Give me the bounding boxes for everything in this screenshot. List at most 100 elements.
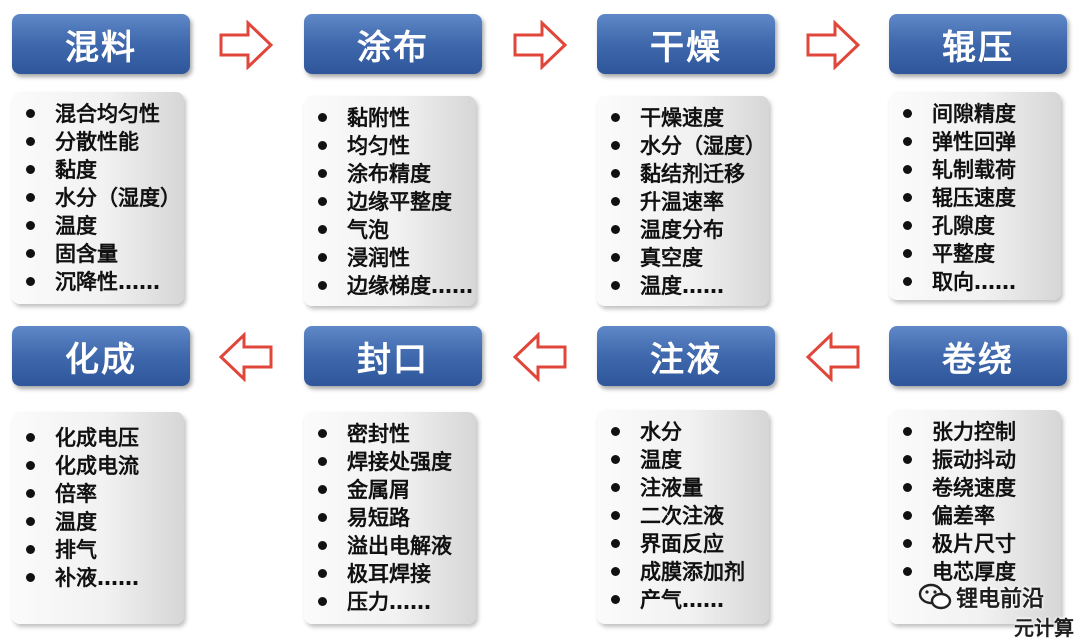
arrow-left-icon: [805, 332, 860, 382]
bullet-icon: [26, 544, 35, 554]
stage-panel-sealing: 密封性 焊接处强度 金属屑 易短路 溢出电解液 极耳焊接 压力……: [304, 412, 476, 624]
list-item: 密封性: [318, 420, 470, 448]
list-item: 成膜添加剂: [611, 558, 763, 586]
bullet-icon: [903, 276, 912, 286]
list-item: 黏度: [26, 156, 178, 184]
stage-title-rolling: 辊压: [889, 14, 1067, 74]
bullet-icon: [318, 196, 327, 206]
list-item: 极片尺寸: [903, 530, 1055, 558]
stage-panel-rolling: 间隙精度 弹性回弹 轧制载荷 辊压速度 孔隙度 平整度 取向……: [889, 92, 1061, 300]
bullet-icon: [26, 572, 35, 582]
list-item: 偏差率: [903, 502, 1055, 530]
bullet-icon: [611, 280, 620, 290]
list-item: 气泡: [318, 216, 470, 244]
bullet-icon: [318, 568, 327, 578]
stage-title-coating: 涂布: [304, 14, 482, 74]
list-item: 焊接处强度: [318, 448, 470, 476]
stage-title-drying: 干燥: [597, 14, 775, 74]
arrow-right-icon: [219, 20, 274, 70]
bullet-icon: [903, 454, 912, 464]
bullet-icon: [318, 456, 327, 466]
bullet-icon: [611, 426, 620, 436]
bullet-icon: [611, 196, 620, 206]
bullet-icon: [26, 276, 35, 286]
list-item: 易短路: [318, 504, 470, 532]
list-item: 取向……: [903, 268, 1055, 296]
bullet-icon: [318, 596, 327, 606]
stage-panel-formation: 化成电压 化成电流 倍率 温度 排气 补液……: [12, 412, 184, 624]
list-item: 干燥速度: [611, 104, 763, 132]
list-item: 水分（湿度）: [611, 132, 766, 160]
bullet-icon: [903, 136, 912, 146]
bullet-icon: [318, 168, 327, 178]
list-item: 温度: [26, 212, 178, 240]
bullet-icon: [318, 484, 327, 494]
bullet-icon: [26, 432, 35, 442]
bullet-icon: [611, 594, 620, 604]
list-item: 辊压速度: [903, 184, 1055, 212]
list-item: 压力……: [318, 588, 470, 616]
arrow-left-icon: [512, 332, 567, 382]
bullet-icon: [903, 426, 912, 436]
bullet-icon: [903, 248, 912, 258]
stage-title-winding: 卷绕: [889, 326, 1067, 386]
list-item: 分散性能: [26, 128, 178, 156]
list-item: 沉降性……: [26, 268, 178, 296]
list-item: 注液量: [611, 474, 763, 502]
bullet-icon: [318, 428, 327, 438]
list-item: 排气: [26, 536, 178, 564]
list-item: 边缘平整度: [318, 188, 470, 216]
bullet-icon: [26, 108, 35, 118]
bullet-icon: [26, 136, 35, 146]
bullet-icon: [903, 220, 912, 230]
list-item: 极耳焊接: [318, 560, 470, 588]
list-item: 产气……: [611, 586, 763, 614]
bullet-icon: [26, 192, 35, 202]
bullet-icon: [611, 168, 620, 178]
list-item: 混合均匀性: [26, 100, 178, 128]
list-item: 张力控制: [903, 418, 1055, 446]
list-item: 均匀性: [318, 132, 470, 160]
wechat-icon: [918, 583, 952, 610]
bullet-icon: [26, 248, 35, 258]
arrow-right-icon: [806, 20, 861, 70]
bullet-icon: [611, 252, 620, 262]
list-item: 真空度: [611, 244, 763, 272]
stage-panel-mixing: 混合均匀性 分散性能 黏度 水分（湿度） 温度 固含量 沉降性……: [12, 92, 184, 304]
list-item: 卷绕速度: [903, 474, 1055, 502]
list-item: 振动抖动: [903, 446, 1055, 474]
list-item: 孔隙度: [903, 212, 1055, 240]
bullet-icon: [903, 538, 912, 548]
bullet-icon: [611, 538, 620, 548]
stage-title-electrolyte-filling: 注液: [597, 326, 775, 386]
list-item: 水分: [611, 418, 763, 446]
list-item: 溢出电解液: [318, 532, 470, 560]
arrow-right-icon: [513, 20, 568, 70]
bullet-icon: [26, 516, 35, 526]
bullet-icon: [611, 482, 620, 492]
list-item: 倍率: [26, 480, 178, 508]
list-item: 温度: [611, 446, 763, 474]
list-item: 升温速率: [611, 188, 763, 216]
stage-panel-winding: 张力控制 振动抖动 卷绕速度 偏差率 极片尺寸 电芯厚度: [889, 410, 1061, 624]
bullet-icon: [611, 140, 620, 150]
list-item: 平整度: [903, 240, 1055, 268]
stage-panel-coating: 黏附性 均匀性 涂布精度 边缘平整度 气泡 浸润性 边缘梯度……: [304, 96, 476, 306]
arrow-left-icon: [218, 332, 273, 382]
bullet-icon: [611, 112, 620, 122]
bullet-icon: [318, 252, 327, 262]
list-item: 化成电压: [26, 424, 178, 452]
list-item: 涂布精度: [318, 160, 470, 188]
bullet-icon: [611, 224, 620, 234]
bullet-icon: [903, 566, 912, 576]
list-item: 轧制载荷: [903, 156, 1055, 184]
list-item: 水分（湿度）: [26, 184, 181, 212]
list-item: 温度分布: [611, 216, 763, 244]
bullet-icon: [318, 224, 327, 234]
list-item: 边缘梯度……: [318, 272, 473, 300]
list-item: 化成电流: [26, 452, 178, 480]
list-item: 温度……: [611, 272, 763, 300]
bullet-icon: [903, 108, 912, 118]
stage-panel-electrolyte-filling: 水分 温度 注液量 二次注液 界面反应 成膜添加剂 产气……: [597, 410, 769, 624]
